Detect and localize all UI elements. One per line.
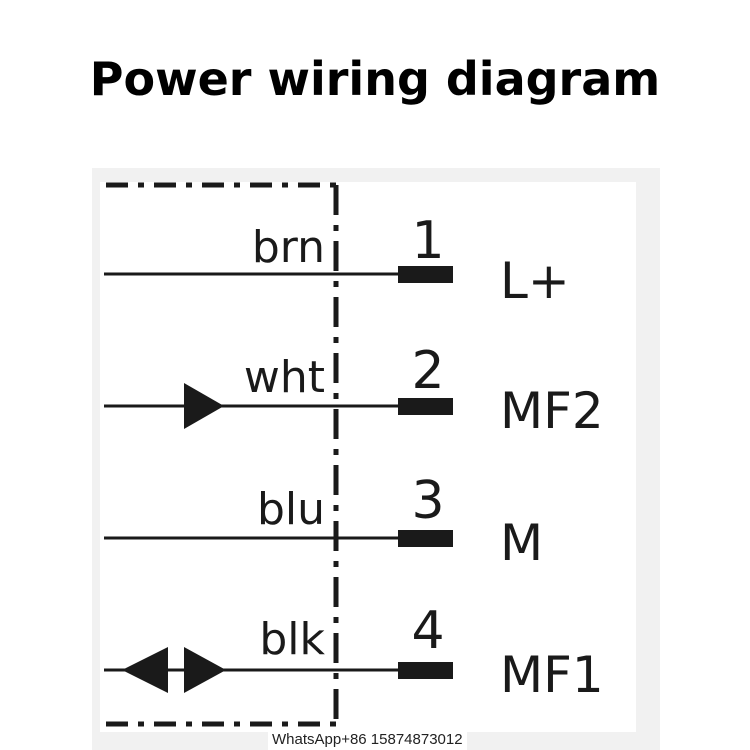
pin-terminal-3 [398,530,453,547]
signal-label-2: MF2 [500,382,604,440]
pin-terminal-1 [398,266,453,283]
pin-terminal-2 [398,398,453,415]
pin-row-4: blk 4 MF1 [104,601,604,704]
signal-label-4: MF1 [500,646,604,704]
pin-number-4: 4 [411,601,444,661]
pin-row-3: blu 3 M [104,471,543,572]
signal-label-1: L+ [500,252,570,310]
diagram-title: Power wiring diagram [89,52,661,106]
pin-row-1: brn 1 L+ [104,211,570,310]
pin-row-2: wht 2 MF2 [104,341,604,440]
pin-number-3: 3 [411,471,444,531]
signal-label-3: M [500,514,543,572]
wire-label-2: wht [244,352,325,403]
pin-number-1: 1 [411,211,444,271]
pin-number-2: 2 [411,341,444,401]
input-arrow-icon [184,383,224,429]
pin-terminal-4 [398,662,453,679]
wire-label-3: blu [257,484,325,535]
output-arrow-left-icon [122,647,168,693]
wire-label-1: brn [252,222,325,273]
input-arrow-right-icon [184,647,226,693]
wire-label-4: blk [259,614,325,665]
contact-watermark: WhatsApp+86 15874873012 [268,730,467,750]
